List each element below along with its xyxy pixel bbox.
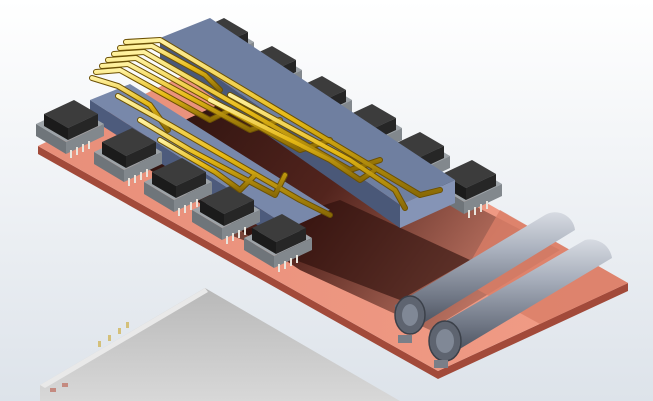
floor-reflection [40, 288, 400, 401]
power-module-row-front [36, 100, 312, 272]
power-module[interactable] [144, 158, 212, 216]
power-module[interactable] [36, 100, 104, 158]
power-module[interactable] [192, 186, 260, 244]
heat-pipe[interactable] [89, 37, 443, 218]
electrolytic-capacitor[interactable] [394, 212, 612, 368]
power-module[interactable] [94, 128, 162, 186]
power-module[interactable] [244, 214, 312, 272]
